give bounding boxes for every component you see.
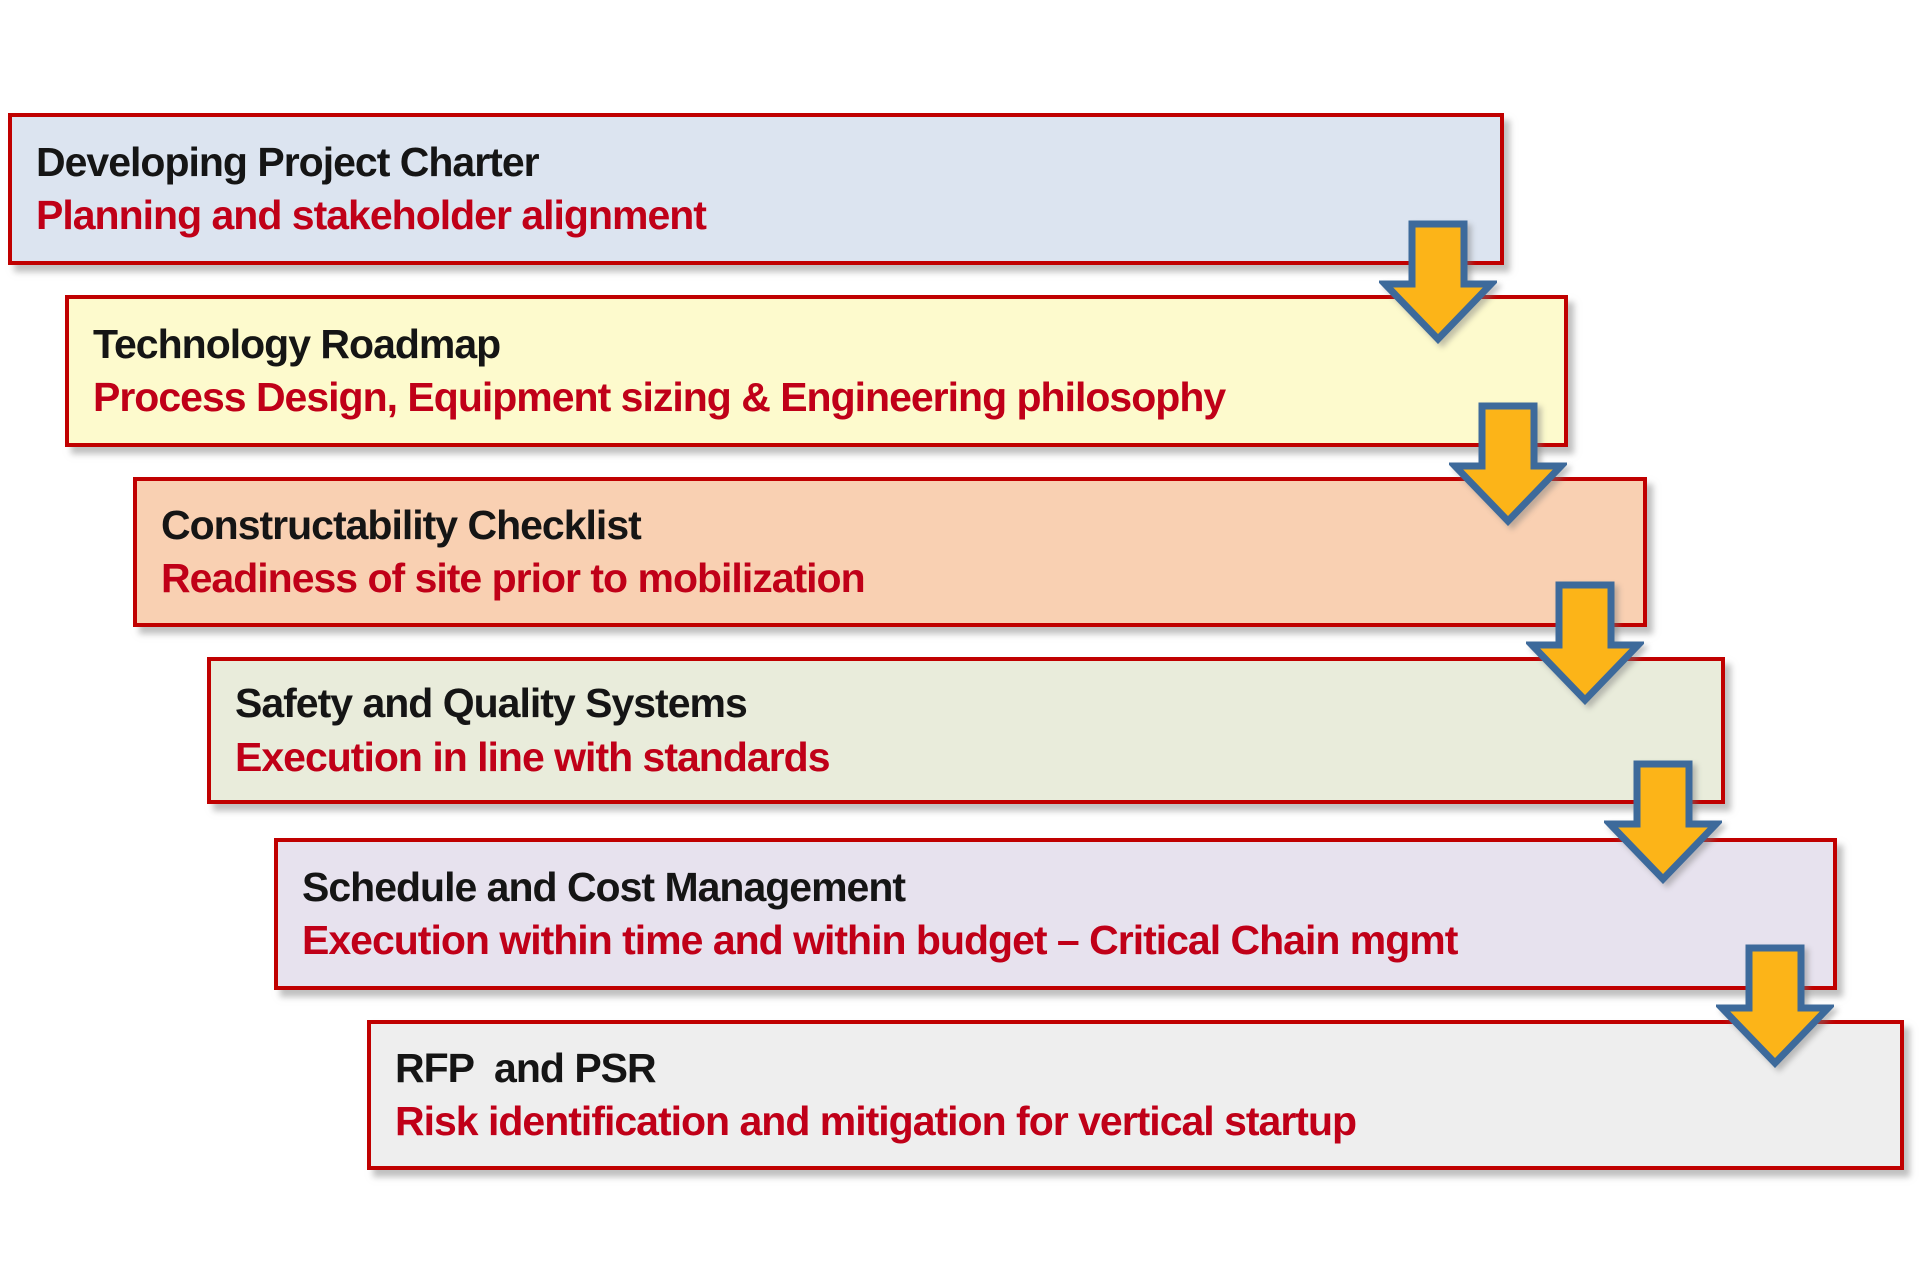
step-subtitle: Execution within time and within budget …	[302, 917, 1458, 963]
process-step-safety-quality-systems: Safety and Quality Systems Execution in …	[207, 657, 1725, 804]
step-subtitle: Risk identification and mitigation for v…	[395, 1098, 1357, 1144]
step-title: RFP and PSR	[395, 1044, 657, 1091]
process-step-schedule-cost-management: Schedule and Cost Management Execution w…	[274, 838, 1837, 990]
down-arrow-shape	[1379, 220, 1497, 344]
down-arrow-shape	[1449, 402, 1567, 526]
step-title: Schedule and Cost Management	[302, 863, 906, 910]
step-title: Technology Roadmap	[93, 320, 501, 367]
step-subtitle: Readiness of site prior to mobilization	[161, 555, 866, 601]
step-subtitle: Execution in line with standards	[235, 733, 831, 780]
down-arrow-icon	[1526, 581, 1644, 705]
step-title: Safety and Quality Systems	[235, 680, 748, 727]
step-title: Developing Project Charter	[36, 138, 540, 185]
down-arrow-icon	[1604, 760, 1722, 884]
step-subtitle: Planning and stakeholder alignment	[36, 192, 707, 238]
down-arrow-icon	[1379, 220, 1497, 344]
process-step-rfp-and-psr: RFP and PSR Risk identification and miti…	[367, 1020, 1904, 1170]
down-arrow-icon	[1716, 944, 1834, 1068]
step-subtitle: Process Design, Equipment sizing & Engin…	[93, 374, 1226, 420]
down-arrow-shape	[1604, 760, 1722, 884]
process-step-constructability-checklist: Constructability Checklist Readiness of …	[133, 477, 1647, 627]
down-arrow-shape	[1526, 581, 1644, 705]
process-step-technology-roadmap: Technology Roadmap Process Design, Equip…	[65, 295, 1568, 447]
down-arrow-shape	[1716, 944, 1834, 1068]
down-arrow-icon	[1449, 402, 1567, 526]
process-step-developing-project-charter: Developing Project Charter Planning and …	[8, 113, 1504, 265]
step-title: Constructability Checklist	[161, 501, 642, 548]
